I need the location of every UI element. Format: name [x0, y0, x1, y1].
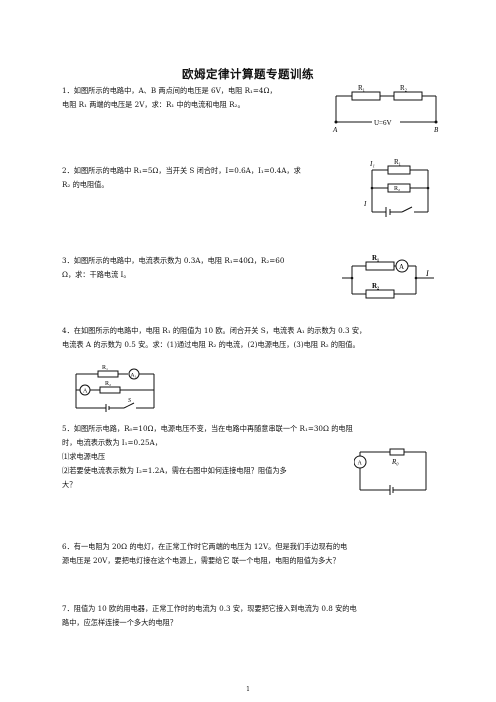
- page-number: 1: [246, 686, 250, 693]
- figure-1-r1-label: R₁: [358, 84, 365, 92]
- figure-3-circuit: R₁ R₂ A I: [342, 254, 434, 299]
- figure-3-i-label: I: [425, 269, 429, 278]
- figure-4-circuit: R₁ A₁ A R₂ S: [75, 365, 155, 412]
- figure-4-a1-label: A₁: [131, 373, 137, 379]
- question-6-line-1: 6．有一电阻为 20Ω 的电灯，在正常工作时它两端的电压为 12V。但是我们手边…: [62, 542, 348, 551]
- figure-1-b-label: B: [434, 126, 439, 134]
- figure-5-circuit: A R₀: [354, 448, 427, 495]
- question-6-line-2: 源电压是 20V，要把电灯接在这个电源上，需要给它 联一个电阻，电阻的阻值为多大…: [62, 556, 340, 565]
- question-3: 3．如图所示的电路中，电流表示数为 0.3A，电阻 R₁=40Ω，R₂=60 Ω…: [62, 254, 284, 282]
- question-2-line-2: R₂ 的电阻值。: [62, 180, 109, 189]
- figure-1-a-label: A: [332, 126, 338, 134]
- page-title: 欧姆定律计算题专题训练: [182, 67, 314, 81]
- question-4: 4．在如图所示的电路中，电阻 R₁ 的阻值为 10 欧。闭合开关 S，电流表 A…: [62, 324, 366, 352]
- figure-2-r2-label: R₂: [394, 186, 400, 192]
- question-5-line-5: 大？: [62, 480, 77, 489]
- question-5-line-2: 时，电流表示数为 I₁=0.25A，: [62, 438, 162, 447]
- figure-3-r1-label: R₁: [372, 254, 379, 262]
- figure-3-ammeter-label: A: [399, 263, 404, 271]
- figure-4-r1-label: R₁: [102, 365, 108, 371]
- question-5: 5．如图所示电路，R₀=10Ω，电源电压不变，当在电路中再随意串联一个 R₁=3…: [62, 422, 353, 492]
- question-2: 2．如图所示的电路中 R₁=5Ω，当开关 S 闭合时，I=0.6A，I₁=0.4…: [62, 164, 301, 192]
- question-2-line-1: 2．如图所示的电路中 R₁=5Ω，当开关 S 闭合时，I=0.6A，I₁=0.4…: [62, 166, 301, 175]
- figure-3-r2-label: R₂: [372, 282, 379, 290]
- figure-2-circuit: I₁ R₁ R₂ I: [363, 158, 430, 217]
- question-1-line-2: 电阻 R₁ 两端的电压是 2V，求：R₁ 中的电流和电阻 R₂。: [62, 100, 245, 109]
- figure-2-r1-label: R₁: [394, 158, 401, 166]
- figure-2-i1-label: I₁: [369, 160, 375, 168]
- question-3-line-1: 3．如图所示的电路中，电流表示数为 0.3A，电阻 R₁=40Ω，R₂=60: [62, 256, 285, 265]
- question-7-line-1: 7．阻值为 10 欧的用电器，正常工作时的电流为 0.3 安，现要把它接入到电流…: [62, 604, 357, 613]
- figure-2-i-label: I: [363, 200, 367, 208]
- question-4-line-2: 电流表 A 的示数为 0.5 安。求：(1)通过电阻 R₂ 的电流，(2)电源电…: [62, 340, 360, 349]
- question-5-line-4: ⑵若要使电流表示数为 I₂=1.2A，需在右图中如何连接电阻？阻值为多: [62, 466, 287, 475]
- question-4-line-1: 4．在如图所示的电路中，电阻 R₁ 的阻值为 10 欧。闭合开关 S，电流表 A…: [62, 326, 367, 335]
- question-5-line-1: 5．如图所示电路，R₀=10Ω，电源电压不变，当在电路中再随意串联一个 R₁=3…: [62, 424, 353, 433]
- figure-1-voltage-label: U=6V: [374, 119, 392, 127]
- figure-5-r0-label: R₀: [391, 458, 399, 466]
- figure-4-a-label: A: [83, 389, 88, 395]
- figure-4-s-label: S: [128, 398, 131, 404]
- question-1: 1．如图所示的电路中，A、B 两点间的电压是 6V，电阻 R₁=4Ω， 电阻 R…: [62, 84, 277, 112]
- question-7: 7．阻值为 10 欧的用电器，正常工作时的电流为 0.3 安，现要把它接入到电流…: [62, 602, 357, 630]
- question-7-line-2: 路中，应怎样连接一个多大的电阻？: [62, 618, 178, 627]
- question-5-line-3: ⑴求电源电压: [62, 452, 106, 461]
- figure-5-ammeter-label: A: [358, 461, 363, 467]
- question-3-line-2: Ω，求：干路电流 I。: [62, 270, 131, 279]
- figure-1-circuit: R₁ R₂ U=6V A B: [332, 84, 439, 134]
- question-6: 6．有一电阻为 20Ω 的电灯，在正常工作时它两端的电压为 12V。但是我们手边…: [62, 540, 347, 568]
- figure-4-r2-label: R₂: [105, 381, 111, 387]
- question-1-line-1: 1．如图所示的电路中，A、B 两点间的电压是 6V，电阻 R₁=4Ω，: [62, 86, 277, 95]
- figure-1-r2-label: R₂: [400, 84, 408, 92]
